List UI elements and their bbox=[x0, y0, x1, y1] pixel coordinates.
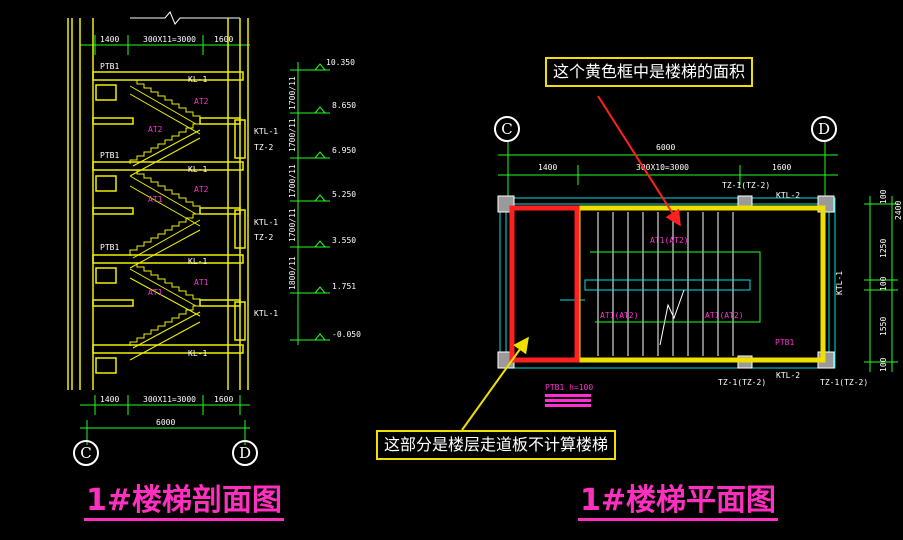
section-ptb-label: PTB1 bbox=[100, 62, 119, 71]
plan-tz-bottom-left: TZ-1(TZ-2) bbox=[718, 378, 766, 387]
plan-right-dims bbox=[864, 196, 898, 372]
plan-hatch-note bbox=[545, 394, 591, 407]
section-at-label-2: AT2 bbox=[148, 125, 163, 134]
section-bottom-dimension bbox=[80, 395, 250, 445]
elevation-3: 6.950 bbox=[332, 146, 356, 155]
elevation-1: 10.350 bbox=[326, 58, 355, 67]
section-ktl-label-3: KTL-1 bbox=[254, 309, 278, 318]
section-dim-bottom-2: 300X11=3000 bbox=[143, 395, 196, 404]
plan-axis-c-bubble: C bbox=[494, 116, 520, 142]
top-callout-arrow bbox=[597, 95, 681, 227]
plan-dim-3: 1600 bbox=[772, 163, 791, 172]
section-structure bbox=[67, 18, 249, 390]
plan-ktl-bottom: KTL-2 bbox=[776, 371, 800, 380]
elevation-4: 5.250 bbox=[332, 190, 356, 199]
section-kl-label: KL-1 bbox=[188, 75, 207, 84]
bottom-callout-arrow bbox=[461, 336, 529, 431]
section-kl-label-2: KL-1 bbox=[188, 165, 207, 174]
section-ktl-label-2: KTL-1 bbox=[254, 218, 278, 227]
section-ptb-label-2: PTB1 bbox=[100, 151, 119, 160]
plan-right-dim-2: 1250 bbox=[879, 239, 888, 258]
section-stair-flights bbox=[129, 79, 201, 361]
plan-dim-1: 1400 bbox=[538, 163, 557, 172]
plan-at-left: AT1(AT2) bbox=[600, 311, 639, 320]
elevation-5: 3.550 bbox=[332, 236, 356, 245]
plan-ktl-side: KTL-1 bbox=[835, 271, 844, 295]
section-kl-label-3: KL-1 bbox=[188, 257, 207, 266]
section-dim-bottom-1: 1400 bbox=[100, 395, 119, 404]
plan-axis-lines bbox=[498, 142, 838, 205]
plan-ptb-note: PTB1 h=100 bbox=[545, 383, 593, 392]
plan-title: 1#楼梯平面图 bbox=[578, 484, 779, 521]
plan-at-upper: AT1(AT2) bbox=[650, 236, 689, 245]
plan-handrail bbox=[560, 279, 751, 301]
section-tz-label-1: TZ-2 bbox=[254, 143, 273, 152]
plan-right-dim-1: 100 bbox=[879, 189, 888, 204]
section-at-label-4: AT1 bbox=[148, 195, 163, 204]
section-at-label-6: AT1 bbox=[148, 288, 163, 297]
level-height-2: 1700/11 bbox=[288, 118, 297, 152]
plan-right-dim-5: 100 bbox=[879, 357, 888, 372]
section-tz-label-2: TZ-2 bbox=[254, 233, 273, 242]
plan-ptb-label: PTB1 bbox=[775, 338, 794, 347]
plan-drawing: 6000 1400 300X10=3000 1600 bbox=[461, 95, 903, 431]
section-dim-total: 6000 bbox=[156, 418, 175, 427]
section-dim-top-1: 1400 bbox=[100, 35, 119, 44]
section-ptb-label-3: PTB1 bbox=[100, 243, 119, 252]
section-dim-top-2: 300X11=3000 bbox=[143, 35, 196, 44]
section-dim-bottom-3: 1600 bbox=[214, 395, 233, 404]
plan-at-right: AT1(AT2) bbox=[705, 311, 744, 320]
section-drawing: 1400 300X11=3000 1600 bbox=[67, 11, 361, 445]
plan-dim-2: 300X10=3000 bbox=[636, 163, 689, 172]
level-height-3: 1700/11 bbox=[288, 164, 297, 198]
plan-treads bbox=[597, 212, 734, 356]
section-title: 1#楼梯剖面图 bbox=[84, 484, 285, 521]
plan-ktl-top: KTL-2 bbox=[776, 191, 800, 200]
level-height-1: 1700/11 bbox=[288, 76, 297, 110]
plan-dim-total: 6000 bbox=[656, 143, 675, 152]
section-axis-d-bubble: D bbox=[232, 440, 258, 466]
section-dim-top-3: 1600 bbox=[214, 35, 233, 44]
elevation-2: 8.650 bbox=[332, 101, 356, 110]
plan-tz-top: TZ-1(TZ-2) bbox=[722, 181, 770, 190]
section-elevation-lines bbox=[290, 62, 330, 345]
corridor-slab-callout: 这部分是楼层走道板不计算楼梯 bbox=[376, 430, 617, 460]
section-axis-c-bubble: C bbox=[73, 440, 99, 466]
plan-tz-bottom-right: TZ-1(TZ-2) bbox=[820, 378, 868, 387]
plan-right-dim-3: 100 bbox=[879, 276, 888, 291]
level-height-5: 1800/11 bbox=[288, 256, 297, 290]
section-kl-label-4: KL-1 bbox=[188, 349, 207, 358]
stair-area-callout: 这个黄色框中是楼梯的面积 bbox=[545, 57, 754, 87]
corridor-slab-frame bbox=[509, 205, 580, 363]
section-at-label-3: AT2 bbox=[194, 185, 209, 194]
section-at-label-5: AT1 bbox=[194, 278, 209, 287]
section-at-label-1: AT2 bbox=[194, 97, 209, 106]
plan-right-total: 2400 bbox=[894, 201, 903, 220]
section-ktl-label-1: KTL-1 bbox=[254, 127, 278, 136]
elevation-6: 1.751 bbox=[332, 282, 356, 291]
elevation-7: -0.050 bbox=[332, 330, 361, 339]
level-height-4: 1700/11 bbox=[288, 208, 297, 242]
plan-axis-d-bubble: D bbox=[811, 116, 837, 142]
plan-right-dim-4: 1550 bbox=[879, 317, 888, 336]
